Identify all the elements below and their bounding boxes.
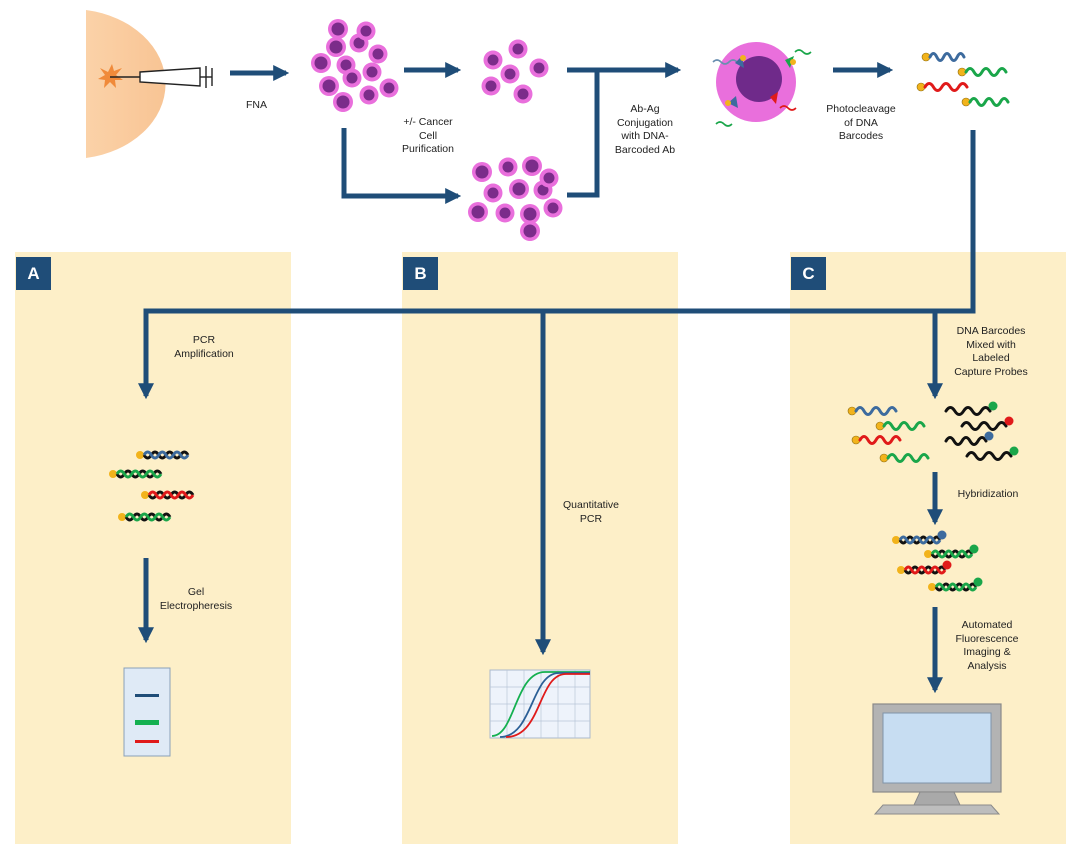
gel-band-blue	[135, 694, 159, 697]
dna-strand	[944, 436, 988, 446]
cell-icon	[468, 202, 488, 222]
cell-icon	[500, 64, 520, 84]
capture-probe	[944, 431, 994, 446]
gel-icon	[123, 667, 171, 757]
cell-icon	[342, 68, 362, 88]
dna-barcode	[879, 453, 930, 463]
cell-icon	[498, 157, 518, 177]
dna-strand	[858, 435, 902, 445]
arrow-distribution	[137, 130, 976, 400]
dna-strand	[965, 451, 1013, 461]
dna-barcode	[921, 52, 966, 62]
cell-icon	[328, 19, 348, 39]
cell-icon	[333, 92, 353, 112]
hybridized-duplex	[928, 577, 983, 592]
cell-icon	[326, 37, 346, 57]
cell-icon	[522, 156, 542, 176]
computer-monitor-icon	[872, 703, 1002, 815]
hybridized-duplex	[897, 560, 952, 575]
dna-strand	[928, 52, 966, 62]
cell-icon	[513, 84, 533, 104]
dna-barcode	[847, 406, 898, 416]
capture-probe	[944, 401, 998, 416]
cell-icon	[368, 44, 388, 64]
hybridized-duplex	[109, 469, 163, 479]
cell-icon	[543, 198, 563, 218]
dna-strand	[882, 421, 926, 431]
cell-icon	[472, 162, 492, 182]
cell-icon	[539, 168, 559, 188]
hybridized-duplex	[141, 490, 195, 500]
arrow-merge	[567, 70, 678, 198]
arrow-unpurified	[341, 128, 462, 205]
tumor-site	[86, 10, 166, 158]
cell-icon	[362, 62, 382, 82]
amplified-barcodes	[109, 450, 195, 522]
gel-band-green	[135, 720, 159, 725]
hybridized-duplex	[924, 544, 979, 559]
dna-barcode	[875, 421, 926, 431]
dna-strand	[968, 97, 1010, 107]
cell-icon	[520, 204, 540, 224]
qpcr-curve-blue	[499, 672, 590, 738]
dna-strand	[886, 453, 930, 463]
dna-barcodes-released	[916, 52, 1010, 107]
cell-icon	[508, 39, 528, 59]
cell-icon	[483, 50, 503, 70]
cell-cluster-purified	[481, 39, 549, 104]
cell-cluster-fna	[311, 19, 399, 112]
cell-icon	[319, 76, 339, 96]
cell-icon	[529, 58, 549, 78]
hybridized-duplex	[136, 450, 190, 460]
qpcr-curve-red	[505, 673, 590, 738]
cell-icon	[481, 76, 501, 96]
cell-icon	[520, 221, 540, 241]
dna-barcode	[961, 97, 1010, 107]
barcoded-cell-icon	[712, 42, 812, 127]
label-hybridization: Hybridization	[957, 488, 1019, 500]
barcodes-and-probes	[847, 401, 1019, 463]
dna-barcode	[916, 82, 969, 92]
capture-probe	[960, 416, 1014, 431]
hybridized-complexes	[892, 530, 983, 592]
cell-icon	[359, 85, 379, 105]
cell-cluster-unpurified	[468, 156, 563, 241]
dna-strand	[854, 406, 898, 416]
label-fna: FNA	[246, 99, 267, 111]
panel-a-badge: A	[16, 257, 51, 290]
cell-icon	[509, 179, 529, 199]
capture-probe	[965, 446, 1019, 461]
hybridized-duplex	[892, 530, 947, 545]
cell-icon	[311, 53, 331, 73]
dna-strand	[960, 421, 1008, 431]
dna-barcode	[957, 67, 1008, 77]
cell-icon	[379, 78, 399, 98]
cell-icon	[495, 203, 515, 223]
dna-barcode	[851, 435, 902, 445]
panel-c-badge: C	[791, 257, 826, 290]
qpcr-curve-green	[491, 671, 590, 737]
dna-strand	[964, 67, 1008, 77]
dna-strand	[944, 406, 992, 416]
panel-b-background	[402, 252, 678, 844]
qpcr-curve-icon	[489, 669, 591, 739]
cell-icon	[483, 183, 503, 203]
hybridized-duplex	[118, 512, 172, 522]
lesion-star-icon	[98, 64, 123, 88]
panel-b-badge: B	[403, 257, 438, 290]
syringe-icon	[110, 66, 213, 88]
dna-strand	[923, 82, 969, 92]
gel-band-red	[135, 740, 159, 743]
cell-icon	[356, 21, 376, 41]
